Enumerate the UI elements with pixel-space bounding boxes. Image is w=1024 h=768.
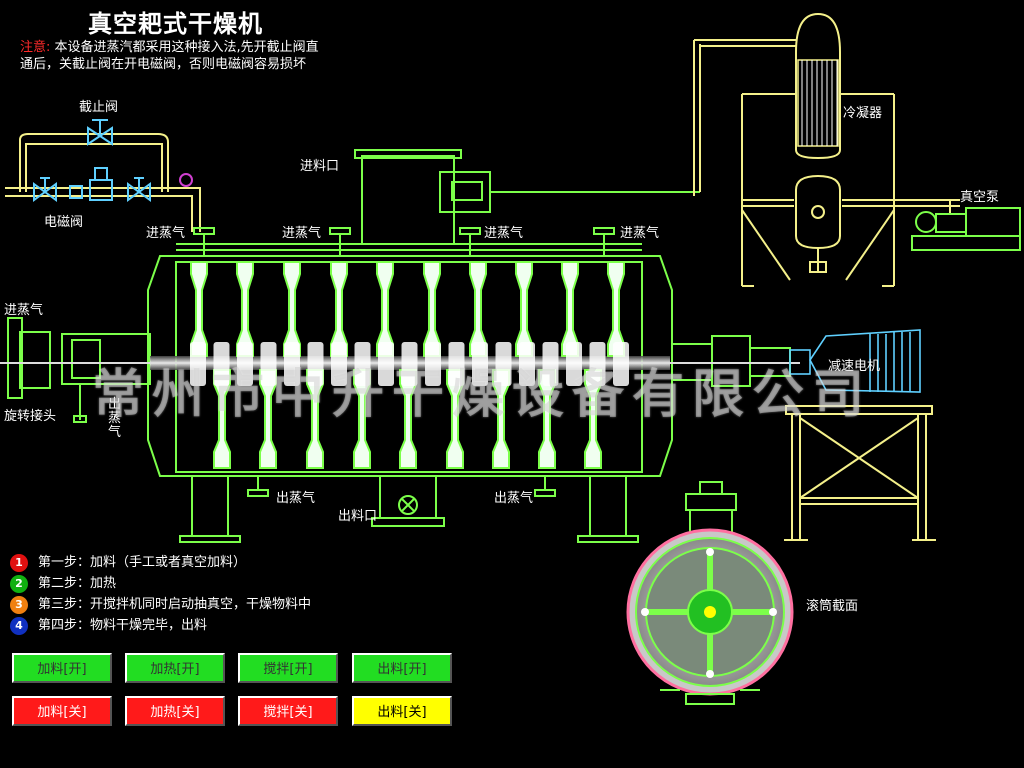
upper-paddle [607, 261, 625, 357]
upper-paddle [423, 261, 441, 357]
discharge-outlet-label: 出料口 [338, 509, 378, 524]
shaft-hub [589, 342, 606, 386]
step-1-badge: 1 [10, 553, 28, 572]
steam-inlet-label-4: 进蒸气 [620, 226, 660, 241]
shaft-hub [378, 342, 394, 386]
drum-section-label: 滚筒截面 [806, 599, 859, 614]
shaft-hub [237, 342, 253, 386]
feed-off-button[interactable]: 加料[关] [12, 696, 112, 726]
heat-on-button[interactable]: 加热[开] [125, 653, 225, 683]
discharge-off-button[interactable]: 出料[关] [352, 696, 452, 726]
page-title: 真空耙式干燥机 [88, 10, 263, 38]
condenser-label: 冷凝器 [843, 106, 883, 121]
warning-prefix: 注意: [20, 40, 51, 55]
company-watermark: 常州市中升干燥设备有限公司 [92, 364, 873, 425]
gear-motor-label: 减速电机 [828, 359, 881, 374]
steam-inlet-label-3: 进蒸气 [484, 226, 524, 241]
step-4-text: 第四步：物料干燥完毕，出料 [38, 618, 208, 633]
rotary-joint-label: 旋转接头 [4, 409, 57, 424]
upper-paddle [376, 261, 394, 357]
step-2-badge: 2 [10, 574, 28, 593]
shaft-hub [307, 342, 324, 386]
shaft-hub [566, 342, 582, 386]
step-1-text: 第一步：加料（手工或者真空加料） [38, 555, 247, 570]
upper-paddle [190, 261, 208, 357]
step-1: 1 第一步：加料（手工或者真空加料） [10, 551, 246, 572]
vacuum-pump [911, 207, 1021, 251]
step-4: 4 第四步：物料干燥完毕，出料 [10, 614, 207, 635]
stir-on-button[interactable]: 搅拌[开] [238, 653, 338, 683]
condenser-tubes [797, 59, 839, 147]
motor-stand [784, 405, 936, 541]
gear-motor [789, 329, 921, 393]
upper-paddle [283, 261, 301, 357]
steam-outlet-label-1: 出蒸气 [276, 491, 316, 506]
shaft-hub [472, 342, 488, 386]
warning-line-2: 通后，关截止阀在开电磁阀，否则电磁阀容易损坏 [20, 57, 307, 72]
solenoid-valve-label: 电磁阀 [44, 215, 84, 230]
feed-on-button[interactable]: 加料[开] [12, 653, 112, 683]
steam-inlet-left-label: 进蒸气 [4, 303, 44, 318]
condenser-unit [693, 12, 960, 287]
warning-note: 注意: 本设备进蒸汽都采用这种接入法,先开截止阀直 通后，关截止阀在开电磁阀，否… [20, 39, 360, 73]
vacuum-pump-label: 真空泵 [960, 190, 1000, 205]
shaft-hub [448, 342, 465, 386]
upper-paddle [515, 261, 533, 357]
shaft-hub [613, 342, 629, 386]
shaft-hub [260, 342, 277, 386]
step-3-badge: 3 [10, 595, 28, 614]
warning-line-1: 本设备进蒸汽都采用这种接入法,先开截止阀直 [54, 40, 319, 55]
shaft-hub [190, 342, 206, 386]
steam-outlet-vertical-label: 出蒸气 [108, 397, 122, 440]
shaft-hub [542, 342, 559, 386]
shaft-hub [213, 342, 230, 386]
step-3: 3 第三步：开搅拌机同时启动抽真空，干燥物料中 [10, 593, 311, 614]
shaft-hub [495, 342, 512, 386]
upper-paddle [469, 261, 487, 357]
step-2: 2 第二步：加热 [10, 572, 116, 593]
feed-inlet-label: 进料口 [300, 159, 340, 174]
steam-inlet-label-1: 进蒸气 [146, 226, 186, 241]
upper-paddle [561, 261, 579, 357]
valves-group [33, 119, 151, 202]
shaft-hub [331, 342, 347, 386]
pressure-gauge-icon [179, 173, 193, 187]
upper-paddle [330, 261, 348, 357]
steam-outlet-label-2: 出蒸气 [494, 491, 534, 506]
shaft-hub [284, 342, 300, 386]
dryer-vessel [7, 149, 791, 543]
drum-cross-section [626, 481, 794, 705]
discharge-on-button[interactable]: 出料[开] [352, 653, 452, 683]
steam-inlet-label-2: 进蒸气 [282, 226, 322, 241]
step-3-text: 第三步：开搅拌机同时启动抽真空，干燥物料中 [38, 597, 312, 612]
step-4-badge: 4 [10, 616, 28, 635]
agitator-paddles [190, 261, 629, 469]
upper-paddle [236, 261, 254, 357]
step-2-text: 第二步：加热 [38, 576, 117, 591]
heat-off-button[interactable]: 加热[关] [125, 696, 225, 726]
shaft-hub [425, 342, 441, 386]
stir-off-button[interactable]: 搅拌[关] [238, 696, 338, 726]
shaft-hub [354, 342, 371, 386]
shaft-hub [519, 342, 535, 386]
stop-valve-label: 截止阀 [79, 100, 119, 115]
lower-paddle [213, 369, 231, 469]
shaft-hub [401, 342, 418, 386]
